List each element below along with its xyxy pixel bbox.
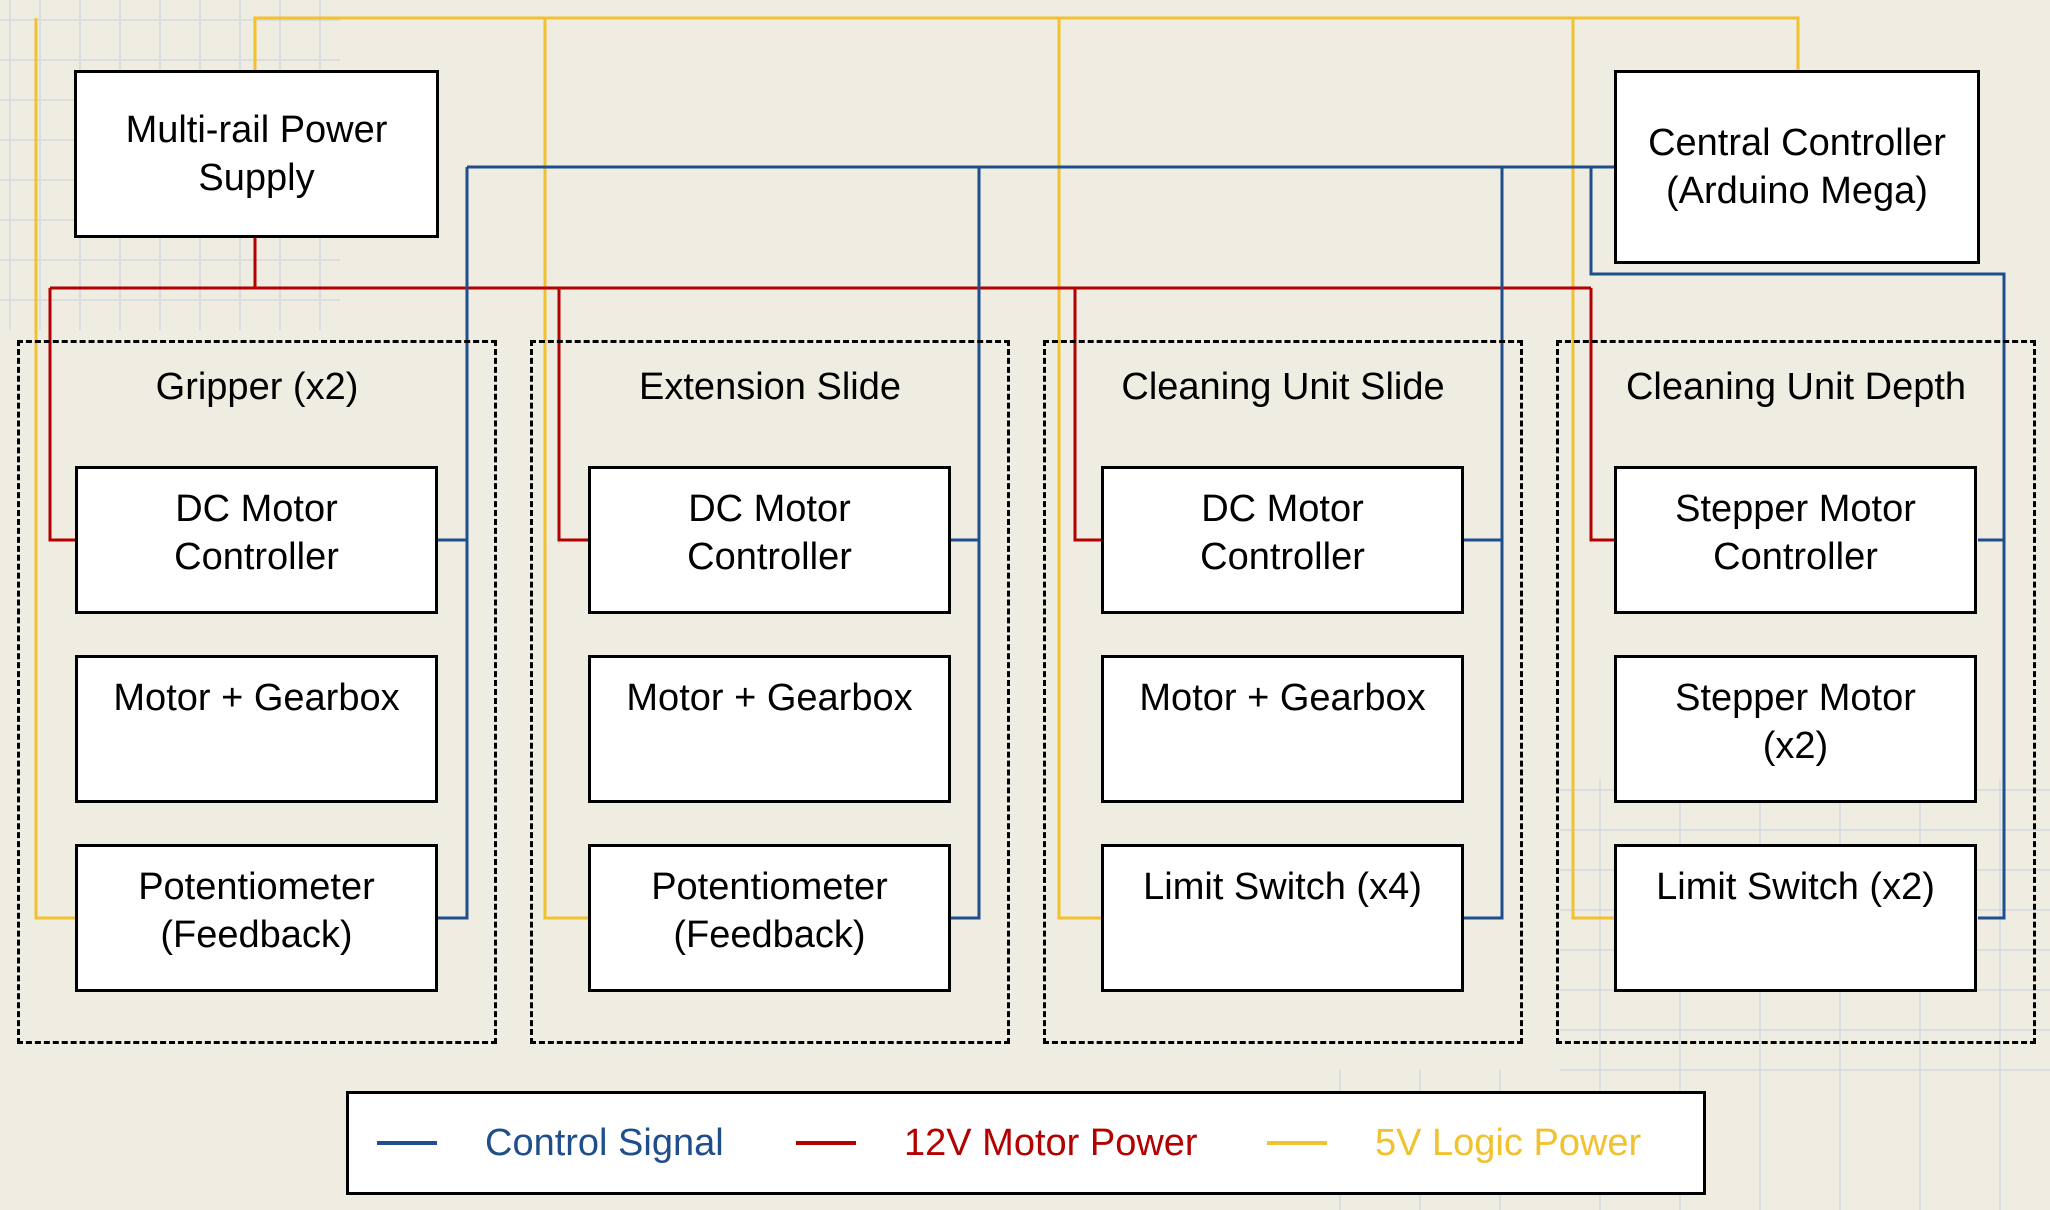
motor-wire-cleaning-slide	[1073, 288, 1102, 542]
component-label: Motor + Gearbox	[1139, 677, 1426, 719]
group-title: Cleaning Unit Depth	[1625, 366, 1967, 408]
motor-wire-extension	[557, 288, 590, 542]
motor-power-wires	[48, 238, 1615, 542]
central-controller-label: Central Controller (Arduino Mega)	[1648, 122, 1946, 212]
component-box-potentiometer-feedback: Potentiometer (Feedback)	[588, 844, 951, 992]
legend-item-control: Control Signal	[377, 1094, 724, 1192]
legend-item-motor-power: 12V Motor Power	[796, 1094, 1198, 1192]
component-label: Limit Switch (x4)	[1143, 866, 1422, 908]
power-supply-box: Multi-rail Power Supply	[74, 70, 439, 238]
component-label: Potentiometer (Feedback)	[138, 866, 375, 956]
motor-wire-gripper	[48, 288, 75, 542]
group-title: Gripper (x2)	[155, 366, 359, 408]
component-label: DC Motor Controller	[687, 488, 852, 578]
component-label: DC Motor Controller	[174, 488, 339, 578]
power-supply-label: Multi-rail Power Supply	[125, 109, 388, 199]
component-label: DC Motor Controller	[1200, 488, 1365, 578]
logic-wire-cleaning-depth	[1571, 18, 1615, 920]
group-title: Extension Slide	[639, 366, 901, 408]
legend-swatch-motor-power	[796, 1141, 856, 1145]
legend: Control Signal 12V Motor Power 5V Logic …	[346, 1091, 1706, 1195]
component-box-stepper-motor-x2: Stepper Motor (x2)	[1614, 655, 1977, 803]
group-title: Cleaning Unit Slide	[1121, 366, 1445, 408]
component-label: Stepper Motor (x2)	[1675, 677, 1916, 767]
motor-wire-cleaning-depth	[1589, 288, 1615, 542]
logic-bus-top	[253, 16, 1800, 70]
control-wire-slide-switch	[1464, 167, 1504, 920]
legend-swatch-control	[377, 1141, 437, 1145]
component-box-potentiometer-feedback: Potentiometer (Feedback)	[75, 844, 438, 992]
component-label: Potentiometer (Feedback)	[651, 866, 888, 956]
control-wire-depth-switch	[1589, 167, 2006, 920]
component-label: Stepper Motor Controller	[1675, 488, 1916, 578]
legend-label-motor-power: 12V Motor Power	[904, 1121, 1198, 1164]
component-label: Motor + Gearbox	[113, 677, 400, 719]
component-label: Motor + Gearbox	[626, 677, 913, 719]
component-box-stepper-motor-controller: Stepper Motor Controller	[1614, 466, 1977, 614]
component-box-motor-gearbox: Motor + Gearbox	[1101, 655, 1464, 803]
legend-label-control: Control Signal	[485, 1121, 724, 1164]
logic-power-wires	[34, 16, 1800, 920]
component-box-motor-gearbox: Motor + Gearbox	[75, 655, 438, 803]
logic-wire-gripper	[34, 18, 75, 920]
legend-swatch-logic-power	[1267, 1141, 1327, 1145]
group-cleaning-unit-depth: Cleaning Unit Depth	[1556, 340, 2036, 1044]
component-box-dc-motor-controller: DC Motor Controller	[1101, 466, 1464, 614]
group-cleaning-unit-slide: Cleaning Unit Slide	[1043, 340, 1523, 1044]
central-controller-box: Central Controller (Arduino Mega)	[1614, 70, 1980, 264]
group-gripper-x2: Gripper (x2)	[17, 340, 497, 1044]
component-box-motor-gearbox: Motor + Gearbox	[588, 655, 951, 803]
component-box-dc-motor-controller: DC Motor Controller	[588, 466, 951, 614]
control-wire-extension-feedback	[951, 167, 981, 920]
control-wire-gripper-feedback	[438, 167, 469, 920]
control-signal-wires	[438, 165, 2006, 920]
logic-wire-cleaning-slide	[1057, 18, 1102, 920]
component-box-dc-motor-controller: DC Motor Controller	[75, 466, 438, 614]
legend-item-logic-power: 5V Logic Power	[1267, 1094, 1641, 1192]
logic-wire-extension	[543, 18, 590, 920]
component-label: Limit Switch (x2)	[1656, 866, 1935, 908]
legend-label-logic-power: 5V Logic Power	[1375, 1121, 1642, 1164]
component-box-limit-switch-x2: Limit Switch (x2)	[1614, 844, 1977, 992]
component-box-limit-switch-x4: Limit Switch (x4)	[1101, 844, 1464, 992]
group-extension-slide: Extension Slide	[530, 340, 1010, 1044]
